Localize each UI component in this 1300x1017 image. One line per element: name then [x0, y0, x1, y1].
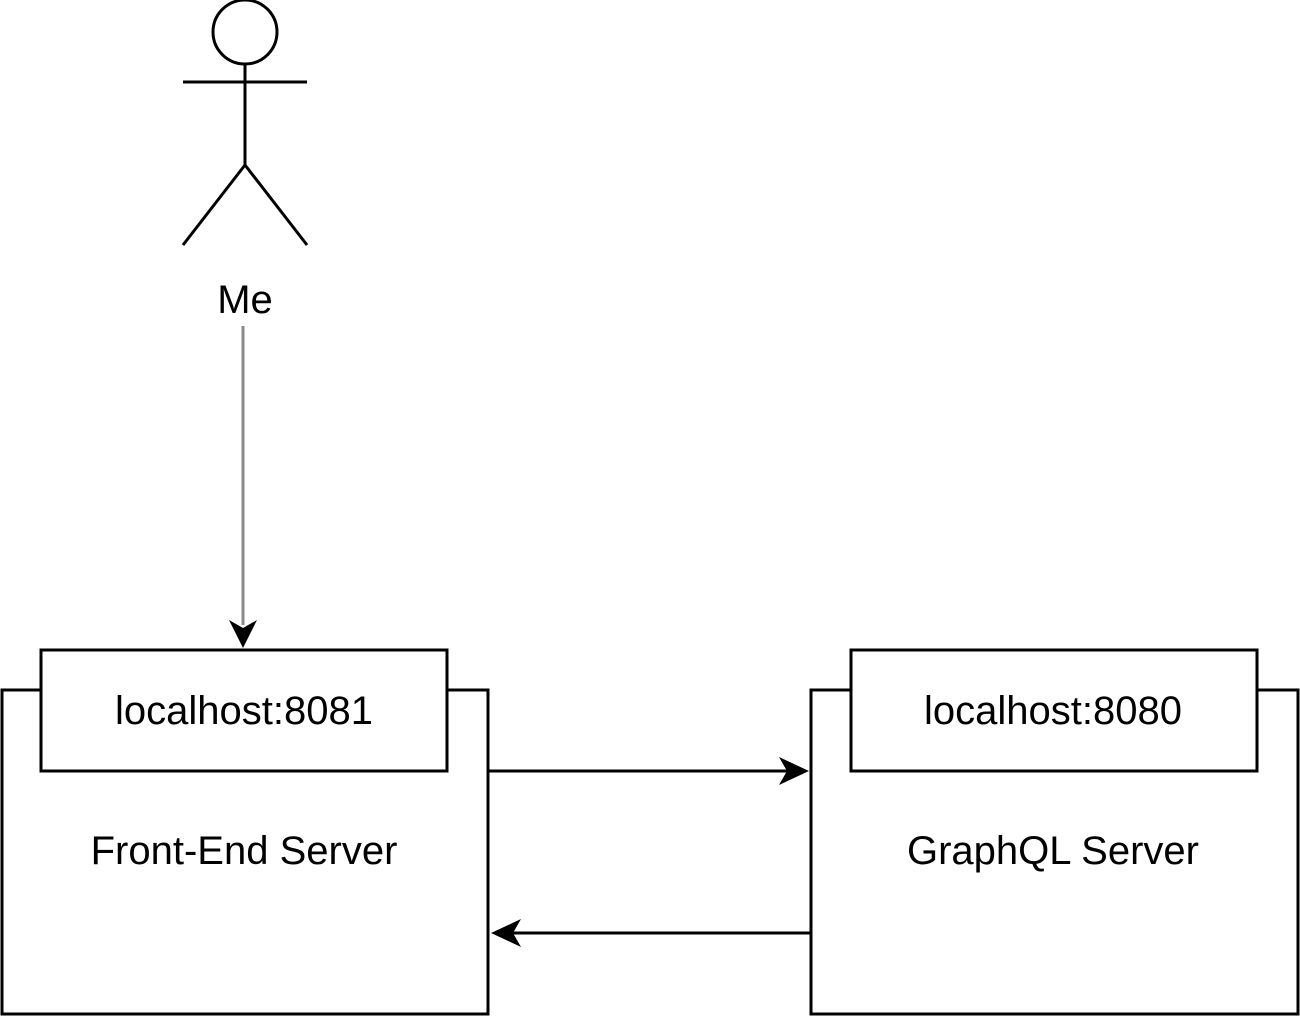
node-frontend-port-box [39, 648, 449, 773]
actor-stick-figure-icon [181, 0, 309, 246]
arrowhead-down-icon [229, 620, 257, 648]
actor-me[interactable]: Me [181, 0, 309, 322]
node-graphql-port-box [849, 648, 1259, 773]
node-frontend-port-label: localhost:8081 [115, 689, 373, 733]
edge-frontend-to-graphql[interactable] [488, 757, 809, 785]
node-frontend-server[interactable]: localhost:8081 Front-End Server [0, 648, 490, 1016]
node-graphql-title: GraphQL Server [907, 829, 1199, 873]
arrowhead-right-icon [779, 757, 809, 785]
node-graphql-port-label: localhost:8080 [924, 689, 1182, 733]
actor-label: Me [217, 278, 273, 322]
arrowhead-left-icon [491, 919, 521, 947]
node-frontend-title: Front-End Server [91, 829, 398, 873]
node-graphql-server[interactable]: localhost:8080 GraphQL Server [809, 648, 1300, 1016]
edge-graphql-to-frontend[interactable] [491, 919, 811, 947]
edge-actor-to-frontend[interactable] [229, 326, 257, 648]
